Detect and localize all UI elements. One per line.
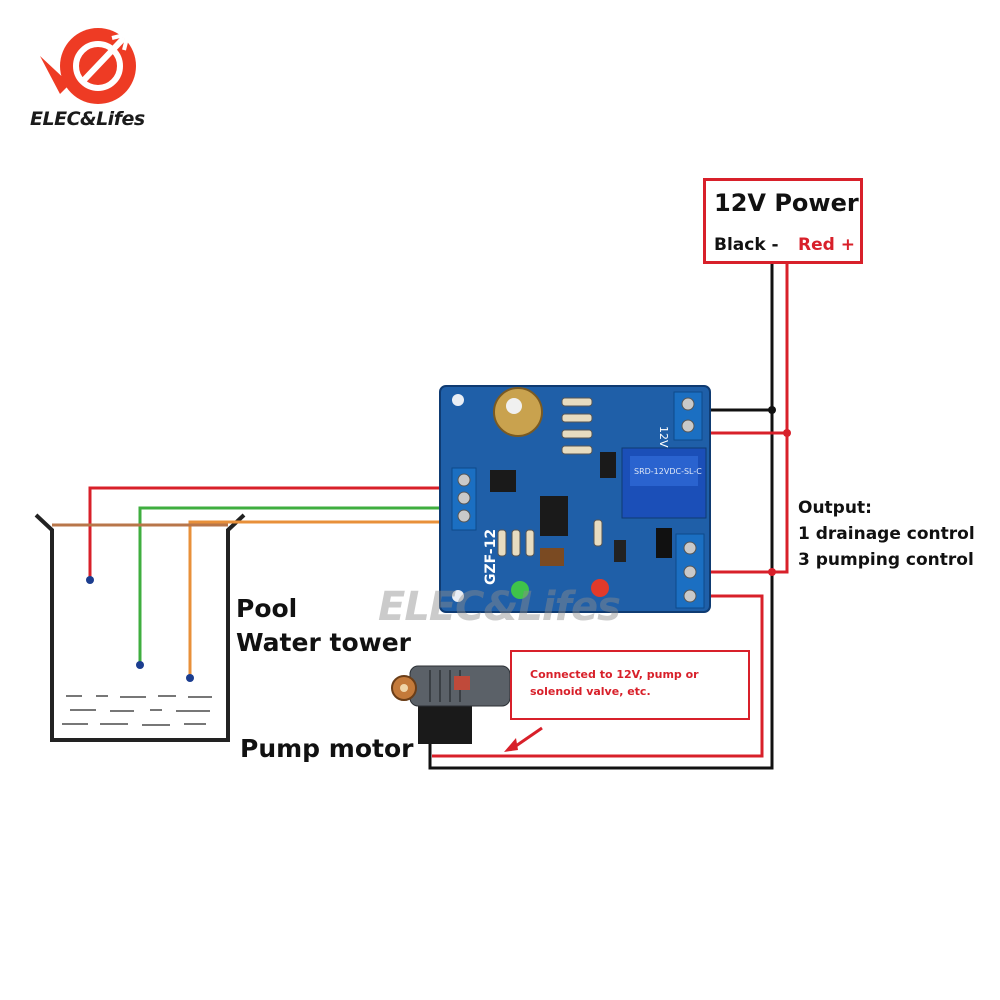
watermark: ELEC&Lifes — [378, 584, 621, 630]
power-red-label: Red + — [798, 235, 855, 255]
power-label-box: 12V Power Black - Red + — [703, 178, 863, 264]
output-title: Output: — [798, 498, 872, 518]
note-text: Connected to 12V, pump or solenoid valve… — [530, 668, 699, 698]
pump-motor-label: Pump motor — [240, 734, 414, 763]
note-box: Connected to 12V, pump or solenoid valve… — [510, 650, 750, 720]
relay-label: SRD-12VDC-SL-C — [634, 467, 702, 476]
tank-label-pool: Pool — [236, 594, 298, 623]
output-line-1: 1 drainage control — [798, 524, 975, 544]
power-title: 12V Power — [714, 189, 859, 217]
water-tank — [34, 513, 246, 742]
output-line-2: 3 pumping control — [798, 550, 974, 570]
power-black-label: Black - — [714, 235, 779, 255]
pump-motor-icon — [391, 665, 511, 744]
power-terminal — [673, 391, 703, 441]
board-model-label: GZF-12 — [483, 529, 499, 585]
board-voltage-label: 12V — [657, 426, 670, 448]
tank-label-water-tower: Water tower — [236, 628, 411, 657]
output-terminal — [675, 533, 705, 609]
sensor-terminal — [451, 467, 477, 531]
brand-logo-icon — [40, 28, 136, 104]
sensor-wires — [52, 486, 440, 678]
brand-name: ELEC&Lifes — [30, 108, 145, 130]
controller-board: SRD-12VDC-SL-C GZF-12 12V — [439, 385, 711, 613]
